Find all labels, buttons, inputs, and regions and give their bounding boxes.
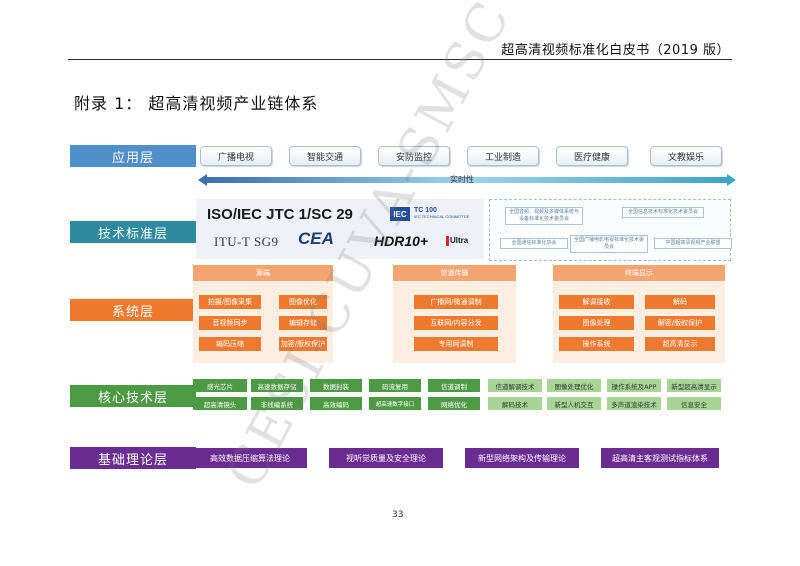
itu-t-sg9-logo: ITU-T SG9 <box>214 234 279 249</box>
app-industrial-manufacturing: 工业制造 <box>467 146 539 166</box>
app-broadcast-tv: 广播电视 <box>200 146 272 166</box>
core-tech-item: 信道解调技术 <box>488 379 542 392</box>
core-tech-item: 超高速数字接口 <box>369 397 421 410</box>
system-item: 解调接收 <box>559 295 634 309</box>
basic-theory-item: 新型网络架构及传输理论 <box>465 448 579 468</box>
ultra-hd-red-mark-icon <box>446 236 449 246</box>
realtime-arrow-right-head <box>727 174 736 186</box>
ultra-hd-logo: Ultra <box>450 236 469 245</box>
domestic-std-cuva: 中国超高清视频产业联盟 <box>654 238 732 249</box>
system-item: 拍摄/图像采集 <box>199 295 261 309</box>
core-tech-item: 解码技术 <box>488 397 542 410</box>
realtime-arrow-bar <box>206 177 728 183</box>
system-item: 图像处理 <box>559 316 634 330</box>
system-item: 操作系统 <box>559 337 634 351</box>
system-head-source: 源端 <box>193 265 333 281</box>
system-item: 编码压缩 <box>199 337 261 351</box>
core-tech-item: 多声道渲染技术 <box>607 397 661 410</box>
hdr10-plus-logo: HDR10+ <box>374 233 429 249</box>
core-tech-item: 高速数据存储 <box>251 379 303 392</box>
basic-theory-item: 高效数据压缩算法理论 <box>193 448 307 468</box>
document-header-title: 超高清视频标准化白皮书（2019 版） <box>501 43 730 58</box>
app-education-entertainment: 文教娱乐 <box>650 146 722 166</box>
system-item: 互联网/内容分发 <box>414 316 498 330</box>
layer-label-basic-theory: 基础理论层 <box>70 447 196 469</box>
core-tech-item: 新型超高清显示 <box>667 379 721 392</box>
core-tech-item: 图像处理优化 <box>547 379 601 392</box>
system-item: 图像优化 <box>279 295 327 309</box>
domestic-std-it: 全国信息技术标准化技术委员会 <box>622 207 704 218</box>
system-head-transmission: 信道传输 <box>393 265 516 281</box>
core-tech-item: 高效编码 <box>310 397 362 410</box>
cea-logo: CEA <box>298 229 334 248</box>
core-tech-item: 信道调制 <box>428 379 480 392</box>
core-tech-item: 数据封装 <box>310 379 362 392</box>
system-item: 音视频同步 <box>199 316 261 330</box>
core-tech-item: 网络优化 <box>428 397 480 410</box>
domestic-std-av-multimedia: 全国音频、视频及多媒体系统与设备标准化技术委员会 <box>505 207 583 225</box>
core-tech-item: 非线编系统 <box>251 397 303 410</box>
core-tech-item: 感光芯片 <box>193 379 247 392</box>
app-security-monitoring: 安防监控 <box>378 146 450 166</box>
basic-theory-item: 视听觉质量及安全理论 <box>329 448 443 468</box>
app-medical-health: 医疗健康 <box>556 146 628 166</box>
system-item: 编辑存储 <box>279 316 327 330</box>
international-standards-panel <box>196 199 484 259</box>
core-tech-item: 新型人机交互 <box>547 397 601 410</box>
core-tech-item: 操作系统及APP <box>607 379 661 392</box>
domestic-std-ccsa: 全国通信标准化协会 <box>500 238 568 249</box>
layer-label-tech-standard: 技术标准层 <box>70 221 196 243</box>
layer-label-core-tech: 核心技术层 <box>70 385 196 407</box>
core-tech-item: 码流复用 <box>369 379 421 392</box>
system-item: 超高清显示 <box>645 337 715 351</box>
core-tech-item: 信息安全 <box>667 397 721 410</box>
layer-label-application: 应用层 <box>70 145 196 167</box>
page-number: 33 <box>392 510 404 520</box>
system-item: 专用网调制 <box>414 337 498 351</box>
system-head-terminal: 终端显示 <box>553 265 725 281</box>
iec-tc100-label: TC 100 IEC TECHNICAL COMMITTEE <box>414 207 470 219</box>
layer-label-system: 系统层 <box>70 299 196 321</box>
basic-theory-item: 超高清主客观测试指标体系 <box>601 448 719 468</box>
system-item: 解码 <box>645 295 715 309</box>
appendix-title: 附录 1： 超高清视频产业链体系 <box>74 94 319 113</box>
domestic-std-broadcast: 全国广播电影电视标准化技术委员会 <box>570 235 648 253</box>
realtime-label: 实时性 <box>450 175 474 184</box>
system-item: 加密/版权保护 <box>279 337 327 351</box>
header-divider <box>68 59 732 60</box>
iso-iec-jtc1-sc29-logo: ISO/IEC JTC 1/SC 29 <box>207 206 353 223</box>
system-item: 广播网/微通调制 <box>414 295 498 309</box>
system-item: 解密/版权保护 <box>645 316 715 330</box>
iec-logo: IEC <box>390 207 410 221</box>
core-tech-item: 超高清镜头 <box>193 397 247 410</box>
realtime-arrow-left-head <box>198 174 207 186</box>
app-smart-traffic: 智能交通 <box>289 146 361 166</box>
